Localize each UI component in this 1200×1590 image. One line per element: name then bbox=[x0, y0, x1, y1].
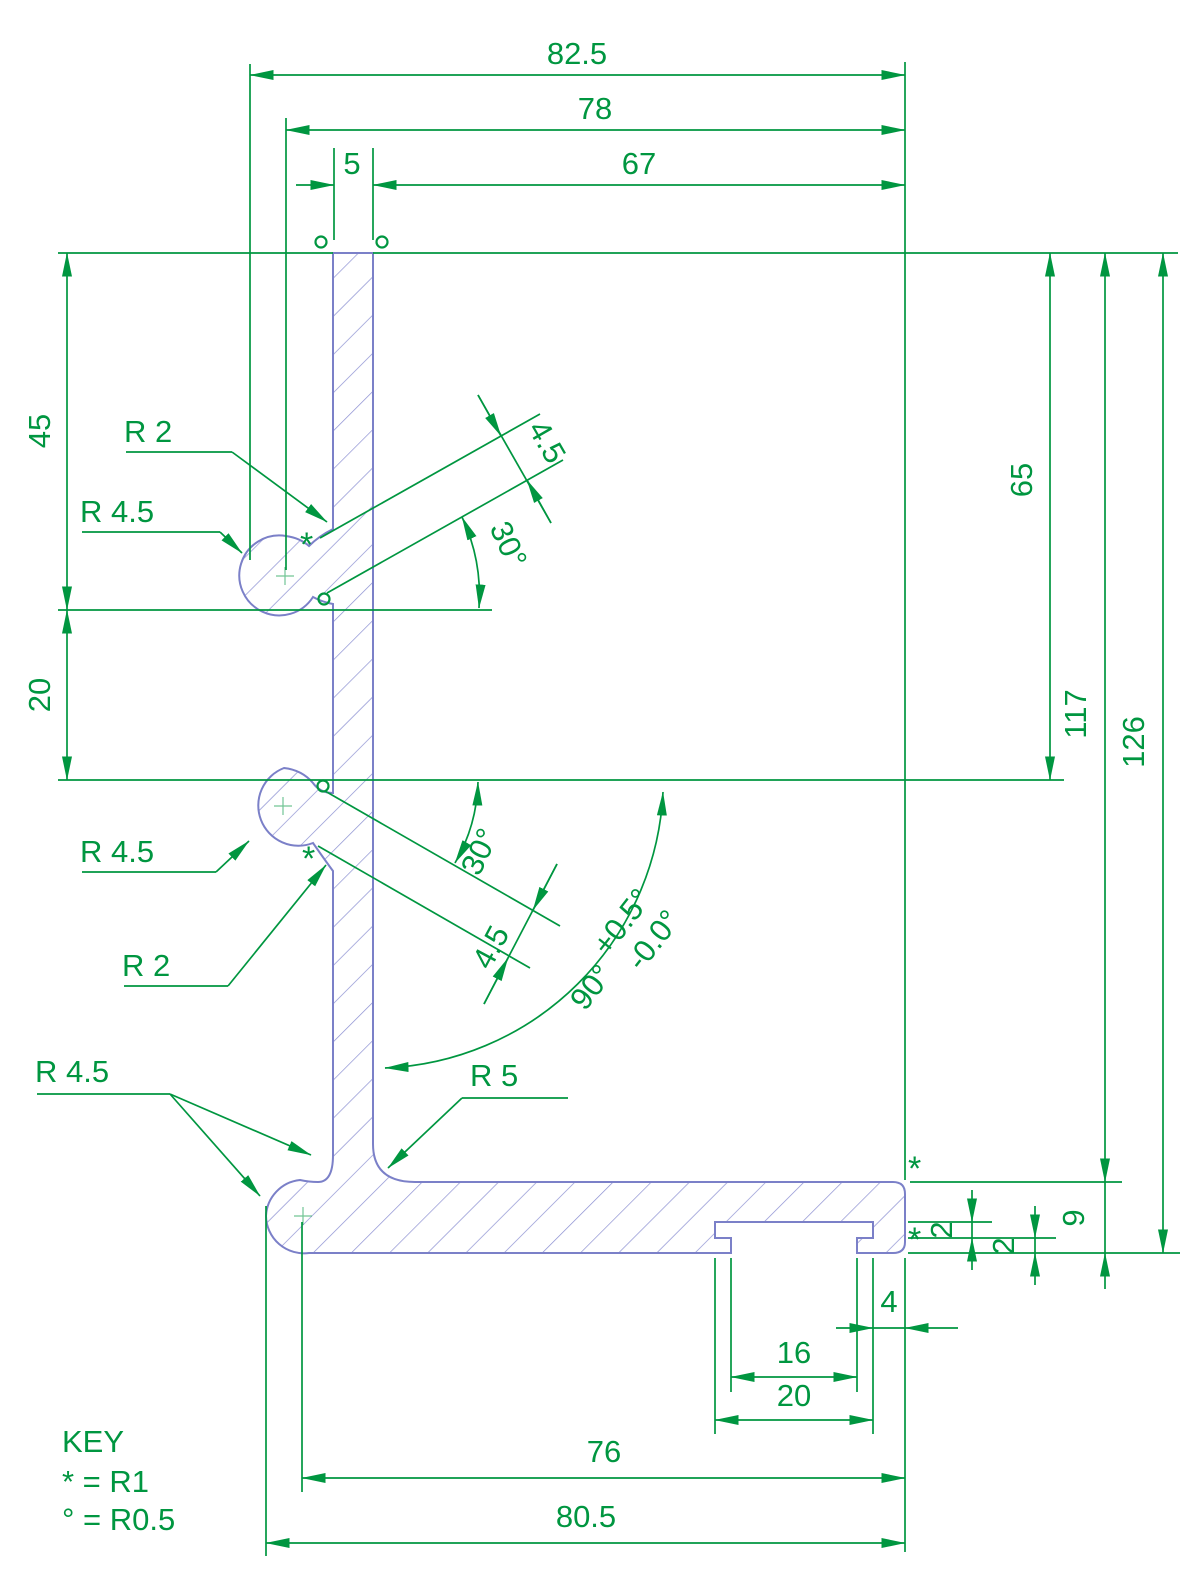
dim-slot-opening-label: 16 bbox=[777, 1335, 811, 1370]
dim-wall-height-label: 117 bbox=[1058, 689, 1093, 738]
radius-r45-lower-label: R 4.5 bbox=[80, 834, 154, 869]
radius-r2-lower-label: R 2 bbox=[122, 948, 170, 983]
dim-upper-width-label: 78 bbox=[578, 91, 612, 126]
dim-hook1-angle-label: 30° bbox=[483, 516, 535, 573]
dim-wall-thickness-label: 5 bbox=[343, 146, 360, 181]
dim-slot-clearance-label: 2 bbox=[924, 1221, 959, 1238]
radius-r45-base-label: R 4.5 bbox=[35, 1054, 109, 1089]
dim-lip-height-label: 2 bbox=[986, 1237, 1021, 1254]
dim-base-width-label: 80.5 bbox=[556, 1499, 616, 1534]
r1-star-marker-base-bottom: * bbox=[908, 1221, 921, 1259]
angle-dimensions bbox=[317, 394, 667, 1073]
profile-section bbox=[238, 252, 906, 1255]
dim-hook1-drop-label: 45 bbox=[22, 414, 57, 448]
dim-hook1-thickness-label: 4.5 bbox=[521, 414, 573, 469]
radius-leaders bbox=[37, 451, 568, 1197]
dim-hook2-angle-label: 30° bbox=[454, 823, 506, 880]
dim-base-thickness-label: 9 bbox=[1056, 1209, 1091, 1226]
r05-circle-markers bbox=[314, 235, 389, 793]
dim-overall-width-label: 82.5 bbox=[547, 36, 607, 71]
dim-flange-width-label: 67 bbox=[622, 146, 656, 181]
dim-hook2-drop-label: 65 bbox=[1004, 463, 1039, 497]
key-circle-line: ° = R0.5 bbox=[62, 1502, 175, 1537]
radius-r5-label: R 5 bbox=[470, 1058, 518, 1093]
center-marks bbox=[274, 567, 312, 1225]
dim-hook2-thickness-label: 4.5 bbox=[465, 920, 516, 974]
key-legend: KEY * = R1 ° = R0.5 bbox=[62, 1424, 175, 1537]
dim-corner-angle-label: 90° +0.5° -0.0° bbox=[563, 882, 688, 1016]
dim-hook-gap-label: 20 bbox=[22, 678, 57, 712]
extension-lines bbox=[58, 62, 1180, 1556]
r1-star-marker-base-top: * bbox=[908, 1150, 921, 1188]
dim-overall-height-label: 126 bbox=[1116, 716, 1151, 768]
key-star-line: * = R1 bbox=[62, 1464, 149, 1499]
dim-slot-width-label: 20 bbox=[777, 1378, 811, 1413]
dim-base-inner-width-label: 76 bbox=[587, 1434, 621, 1469]
dim-slot-edge-offset-label: 4 bbox=[880, 1284, 897, 1319]
radius-r2-upper-label: R 2 bbox=[124, 414, 172, 449]
corner-angle-value: 90° bbox=[563, 958, 619, 1016]
profile-outline bbox=[238, 252, 906, 1255]
r1-star-marker-hook1: * bbox=[300, 526, 313, 564]
dimension-labels: 82.5 78 5 67 45 20 65 117 126 9 2 2 4 16… bbox=[22, 36, 1151, 1537]
dimension-lines bbox=[62, 70, 1168, 1548]
radius-r45-upper-label: R 4.5 bbox=[80, 494, 154, 529]
r1-star-marker-hook2: * bbox=[302, 840, 315, 878]
key-title: KEY bbox=[62, 1424, 124, 1459]
